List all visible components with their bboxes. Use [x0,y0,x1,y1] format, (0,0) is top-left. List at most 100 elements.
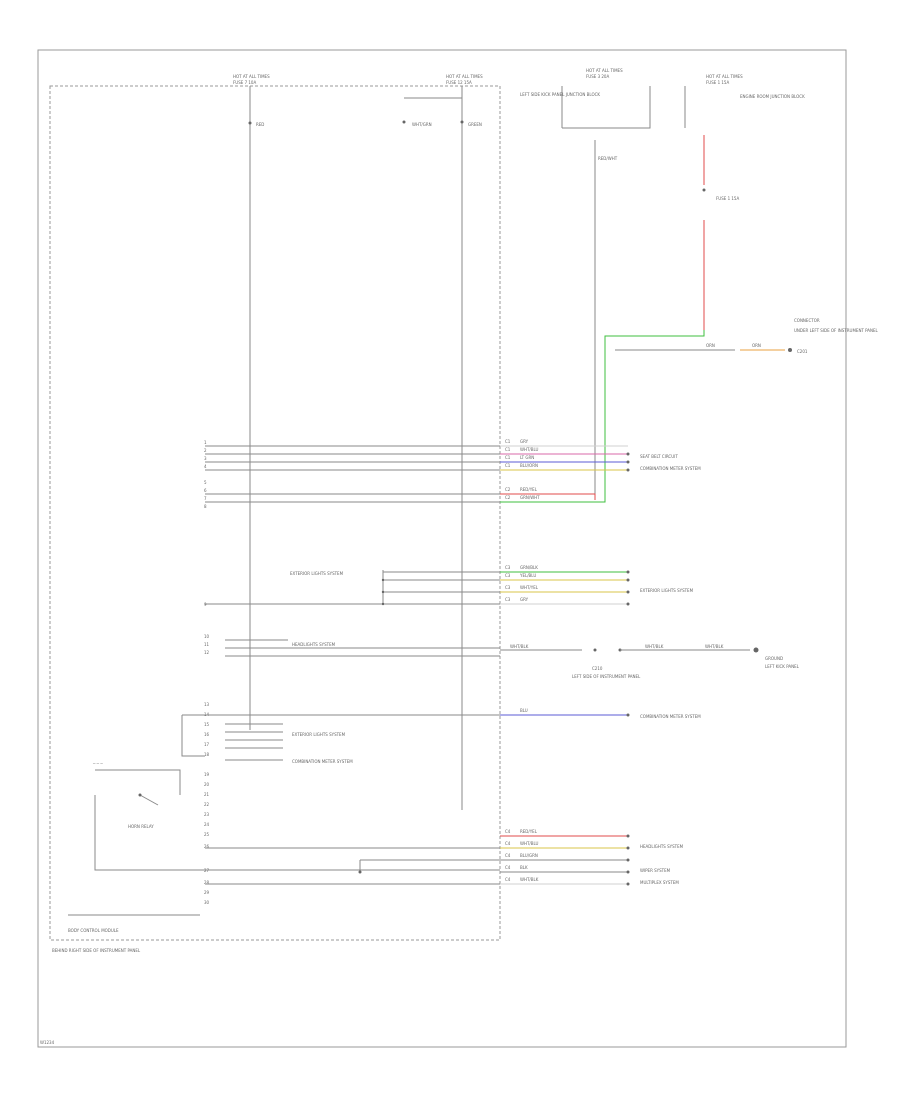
c3-title: HOT AT ALL TIMES [586,68,623,73]
bottom-module: BODY CONTROL MODULE [68,928,119,933]
g5-r3-wire: BLU/GRN [520,853,538,858]
g1-r4-pin: C1 [505,463,511,468]
g4-dest: COMBINATION METER SYSTEM [640,714,701,719]
low-t6: 24 [204,822,210,827]
horn-relay: ─ ─ ─ HORN RELAY [92,761,500,871]
g3-connector-sub: LEFT SIDE OF INSTRUMENT PANEL [572,674,641,679]
g3-connector-name: C210 [592,666,603,671]
g1-r2-wire: WHT/BLU [520,447,539,452]
g1-r4-wire: BLU/ORN [520,463,538,468]
g4-t1: 13 [204,702,210,707]
g1-t6: 6 [204,488,207,493]
right-connector-title: CONNECTOR [794,318,820,323]
g1-r2-pin: C1 [505,447,511,452]
low-t11: 29 [204,890,210,895]
g5-r2-pin: C4 [505,841,511,846]
g1-t2: 2 [204,448,207,453]
g3-ground: GROUND [765,656,783,661]
g2-inner-label: EXTERIOR LIGHTS SYSTEM [290,571,344,576]
right-connector-wire-b: ORN [752,343,761,348]
g5-r1-wire: RED/YEL [520,829,538,834]
g1-dest-2: COMBINATION METER SYSTEM [640,466,701,471]
g5-dest-2: WIPER SYSTEM [640,868,671,873]
g2-r1-pin: C3 [505,565,511,570]
g2-r4-wire: GRY [520,597,529,602]
g1-t7: 7 [204,496,207,501]
low-t3: 21 [204,792,210,797]
g5-dest-1: HEADLIGHTS SYSTEM [640,844,684,849]
lower-terminals: 19 20 21 22 23 24 25 26 27 28 29 30 [204,772,210,905]
g5-r3-pin: C4 [505,853,511,858]
c2-fuse: FUSE 12 15A [446,80,472,85]
g5-r4-pin: C4 [505,865,511,870]
g3-wire-2: WHT/BLK [645,644,664,649]
low-t7: 25 [204,832,210,837]
g3-wire-1: WHT/BLK [510,644,529,649]
group-4: 13 14 15 16 17 18 EXTERIOR LIGHTS SYSTEM… [181,702,701,764]
g4-t4: 16 [204,732,210,737]
horn-relay-name: HORN RELAY [128,824,154,829]
c2-wire-a: WHT/GRN [412,122,432,127]
right-connector-pin: C201 [797,349,808,354]
g5-r1-pin: C4 [505,829,511,834]
g4-t3: 15 [204,722,210,727]
g1-dest-1: SEAT BELT CIRCUIT [640,454,678,459]
connector-c3: HOT AT ALL TIMES FUSE 3 20A LEFT SIDE KI… [520,68,651,500]
c2-title: HOT AT ALL TIMES [446,74,483,79]
g3-ground-sub: LEFT KICK PANEL [765,664,800,669]
g4-t5: 17 [204,742,210,747]
horn-relay-lbl-a: ─ ─ ─ [92,761,103,766]
right-connector-sub: UNDER LEFT SIDE OF INSTRUMENT PANEL [794,328,879,333]
g5-r2-wire: WHT/BLU [520,841,539,846]
g1-t1: 1 [204,440,207,445]
g1-r1-wire: GRY [520,439,529,444]
g2-term: 9 [204,602,207,607]
c1-fuse: FUSE 7 10A [233,80,256,85]
g1-t3: 3 [204,456,207,461]
low-t1: 19 [204,772,210,777]
g2-r2-wire: YEL/BLU [519,573,536,578]
connector-c2: HOT AT ALL TIMES FUSE 12 15A WHT/GRN GRE… [402,74,483,810]
c3-note: LEFT SIDE KICK PANEL JUNCTION BLOCK [520,92,600,97]
g5-r4-wire: BLK [520,865,528,870]
g2-dest: EXTERIOR LIGHTS SYSTEM [640,588,694,593]
low-t5: 23 [204,812,210,817]
bottom-labels: BODY CONTROL MODULE BEHIND RIGHT SIDE OF… [52,914,200,953]
c1-title: HOT AT ALL TIMES [233,74,270,79]
connector-c1: HOT AT ALL TIMES FUSE 7 10A RED [233,74,270,730]
g2-r4-pin: C3 [505,597,511,602]
c3-fuse: FUSE 3 20A [586,74,609,79]
g1-r3-wire: LT GRN [520,455,534,460]
g1-r6-wire: GRN/WHT [520,495,540,500]
g2-r3-pin: C3 [505,585,511,590]
c4-title: HOT AT ALL TIMES [706,74,743,79]
g1-t8: 8 [204,504,207,509]
low-t10: 28 [204,880,210,885]
low-t2: 20 [204,782,210,787]
g1-r6-pin: C2 [505,495,511,500]
c3-wire: RED/WHT [598,156,618,161]
g4-wire: BLU [520,708,528,713]
g4-t6: 18 [204,752,210,757]
low-t4: 22 [204,802,210,807]
c1-wire: RED [256,122,264,127]
g4-label-1: EXTERIOR LIGHTS SYSTEM [292,732,346,737]
g1-r5-wire: RED/YEL [520,487,538,492]
low-t8: 26 [204,844,210,849]
bottom-location: BEHIND RIGHT SIDE OF INSTRUMENT PANEL [52,948,141,953]
group-2: EXTERIOR LIGHTS SYSTEM 9 C3 GRN/BLK C3 Y… [204,565,694,607]
c2-wire-b: GREEN [468,122,482,127]
connector-c4: HOT AT ALL TIMES FUSE 1 15A ENGINE ROOM … [604,74,805,500]
page-label: W1234 [40,1040,55,1045]
group-3: 10 11 12 HEADLIGHTS SYSTEM WHT/BLK WHT/B… [204,634,800,679]
g1-r3-pin: C1 [505,455,511,460]
c4-fuse-label: FUSE 1 15A [716,196,739,201]
diagram-frame [37,49,847,1048]
g3-inner-label: HEADLIGHTS SYSTEM [292,642,336,647]
body-control-module-outline [49,85,501,941]
g4-label-2: COMBINATION METER SYSTEM [292,759,353,764]
c4-fuse: FUSE 1 15A [706,80,729,85]
g2-r2-pin: C3 [505,573,511,578]
g5-r5-pin: C4 [505,877,511,882]
